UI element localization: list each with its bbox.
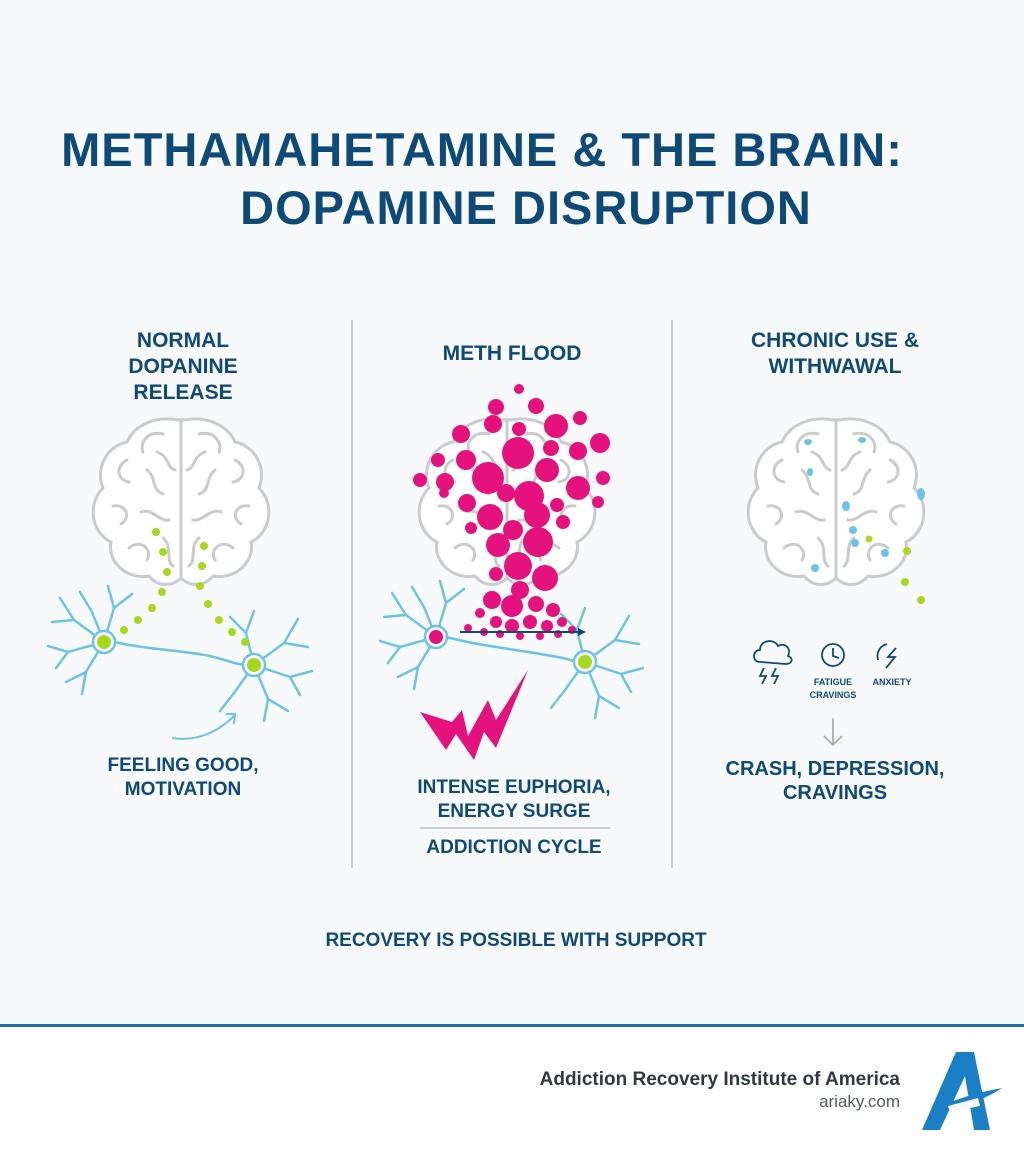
organization-logo-icon [922, 1052, 1002, 1130]
chronic-use-caption: CRASH, DEPRESSION, CRAVINGS [725, 758, 945, 804]
normal-brain-icon [93, 419, 269, 585]
recovery-message: RECOVERY IS POSSIBLE WITH SUPPORT [325, 930, 707, 951]
organization-website[interactable]: ariaky.com [819, 1092, 900, 1111]
energy-bolt-icon [420, 670, 528, 760]
normal-release-caption: FEELING GOOD, MOTIVATION [107, 755, 259, 800]
lightning-icon [876, 643, 897, 669]
page-title-line1: METHAMAHETAMINE & THE BRAIN: [61, 123, 903, 176]
organization-name: Addiction Recovery Institute of America [539, 1069, 900, 1090]
column-divider-left [351, 320, 353, 868]
neuron-pair-meth [378, 579, 645, 720]
footer-rule [0, 1024, 1024, 1027]
addiction-cycle-label: ADDICTION CYCLE [426, 837, 602, 858]
fatigue-cravings-label: FATIGUE CRAVINGS [809, 677, 857, 700]
clock-icon [821, 643, 845, 667]
anxiety-label: ANXIETY [872, 677, 912, 687]
column-divider-right [671, 320, 673, 868]
depleted-brain-icon [748, 419, 924, 585]
down-arrow-icon [823, 718, 843, 747]
chronic-use-heading: CHRONIC USE & WITHWAWAL [750, 329, 919, 378]
dopamine-dots-normal [120, 528, 249, 646]
illustration-canvas [46, 384, 925, 829]
flood-arrow-icon [460, 628, 586, 636]
storm-cloud-icon [753, 640, 793, 685]
meth-flood-caption: INTENSE EUPHORIA, ENERGY SURGE [417, 777, 611, 822]
neuron-pair-normal [46, 584, 314, 723]
meth-flood-heading: METH FLOOD [442, 342, 582, 365]
dopamine-flood-particles [413, 384, 610, 640]
normal-release-heading: NORMAL DOPANINE RELEASE [128, 329, 238, 404]
cycle-arrow-icon [171, 713, 237, 740]
footer [0, 1027, 1024, 1154]
page-title-line2: DOPAMINE DISRUPTION [240, 181, 812, 234]
sparse-dopamine-dots [804, 437, 925, 604]
